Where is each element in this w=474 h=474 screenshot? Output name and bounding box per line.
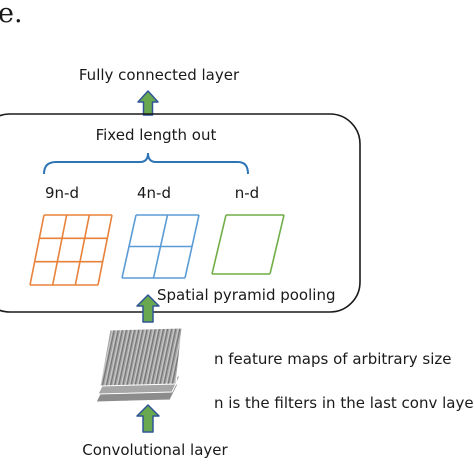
grid-line-vertical: [74, 214, 91, 286]
spp-box: [0, 113, 361, 313]
curly-brace-icon: [43, 152, 249, 175]
spp-label: Spatial pyramid pooling: [157, 286, 335, 304]
grid-line-vertical: [184, 214, 200, 279]
pooling-grid-1x1: [211, 214, 285, 275]
grid-line-vertical: [152, 214, 169, 279]
level-label-9n-d: 9n-d: [45, 184, 79, 202]
pooling-grid-2x2: [121, 214, 200, 279]
fully-connected-layer-label: Fully connected layer: [79, 66, 240, 84]
grid-line-vertical: [29, 214, 45, 286]
up-arrow-icon: [136, 294, 160, 323]
pooling-grid-3x3: [29, 214, 113, 286]
level-label-n-d: n-d: [235, 184, 259, 202]
filters-description: n is the filters in the last conv layer: [214, 394, 474, 412]
fixed-length-out-label: Fixed length out: [96, 126, 217, 144]
convolutional-layer-label: Convolutional layer: [82, 441, 228, 459]
grid-line-vertical: [51, 214, 68, 286]
up-arrow-icon: [137, 90, 159, 116]
grid-line-vertical: [121, 214, 137, 279]
caption-fragment: e.: [0, 0, 23, 29]
up-arrow-icon: [136, 404, 160, 433]
grid-line-vertical: [269, 214, 285, 275]
grid-line-vertical: [97, 214, 113, 286]
grid-line-vertical: [211, 214, 227, 275]
feature-maps-stack-icon: [95, 327, 183, 403]
level-label-4n-d: 4n-d: [137, 184, 171, 202]
feature-maps-description: n feature maps of arbitrary size: [214, 350, 452, 368]
